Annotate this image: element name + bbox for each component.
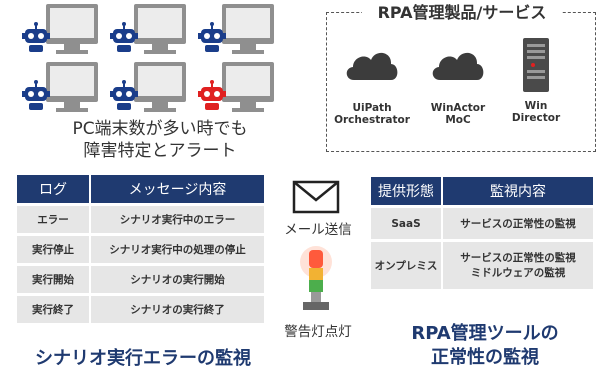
product-label-line: Win xyxy=(524,100,548,112)
table-cell: サービスの正常性の監視 ミドルウェアの監視 xyxy=(443,239,593,289)
table-cell: 実行終了 xyxy=(17,293,91,323)
robot-icon xyxy=(22,22,50,52)
table-cell: 実行開始 xyxy=(17,263,91,293)
service-table: 提供形態 監視内容 SaaS サービスの正常性の監視 オンプレミス サービスの正… xyxy=(371,177,593,289)
robot-icon xyxy=(110,22,138,52)
column-header: ログ xyxy=(17,175,91,203)
table-cell: シナリオの実行開始 xyxy=(91,263,264,293)
robot-error-icon xyxy=(198,80,226,110)
pc-grid xyxy=(20,2,280,122)
left-bottom-title: シナリオ実行エラーの監視 xyxy=(35,348,251,369)
table-row: SaaS サービスの正常性の監視 xyxy=(371,205,593,239)
product-label-line: Orchestrator xyxy=(334,114,410,126)
table-header-row: ログ メッセージ内容 xyxy=(17,175,264,203)
table-row: エラー シナリオ実行中のエラー xyxy=(17,203,264,233)
column-header: メッセージ内容 xyxy=(91,175,264,203)
rpa-products-title: RPA管理製品/サービス xyxy=(362,3,562,23)
pc-terminal xyxy=(20,2,104,58)
table-cell: シナリオ実行中の処理の停止 xyxy=(91,233,264,263)
robot-icon xyxy=(110,80,138,110)
product-label: WinActor MoC xyxy=(418,102,498,126)
product-label-line: WinActor xyxy=(430,102,486,114)
column-header: 監視内容 xyxy=(443,177,593,205)
right-bottom-title-line: 正常性の監視 xyxy=(431,347,539,368)
product-label: UiPath Orchestrator xyxy=(332,102,412,126)
cloud-icon xyxy=(432,52,484,80)
table-cell: サービスの正常性の監視 xyxy=(443,205,593,239)
table-row: 実行停止 シナリオ実行中の処理の停止 xyxy=(17,233,264,263)
product-windirector: Win Director xyxy=(496,36,576,126)
robot-icon xyxy=(22,80,50,110)
server-icon xyxy=(523,38,549,92)
table-row: オンプレミス サービスの正常性の監視 ミドルウェアの監視 xyxy=(371,239,593,289)
warning-lamp-icon xyxy=(300,246,332,310)
warning-lamp-label: 警告灯点灯 xyxy=(284,324,352,340)
pc-terminal xyxy=(108,2,192,58)
pc-terminal-error xyxy=(196,60,280,116)
product-uipath: UiPath Orchestrator xyxy=(332,44,412,134)
pc-caption: PC端末数が多い時でも 障害特定とアラート xyxy=(40,118,280,162)
column-header: 提供形態 xyxy=(371,177,443,205)
product-winactor: WinActor MoC xyxy=(418,44,498,134)
table-cell: オンプレミス xyxy=(371,239,443,289)
table-cell: エラー xyxy=(17,203,91,233)
table-header-row: 提供形態 監視内容 xyxy=(371,177,593,205)
table-row: 実行終了 シナリオの実行終了 xyxy=(17,293,264,323)
pc-caption-line: PC端末数が多い時でも xyxy=(72,119,248,139)
robot-icon xyxy=(198,22,226,52)
product-label-line: MoC xyxy=(445,114,471,126)
table-cell: 実行停止 xyxy=(17,233,91,263)
pc-terminal xyxy=(196,2,280,58)
table-cell: シナリオ実行中のエラー xyxy=(91,203,264,233)
envelope-icon xyxy=(292,180,340,214)
cloud-icon xyxy=(346,52,398,80)
right-bottom-title: RPA管理ツールの 正常性の監視 xyxy=(380,322,590,370)
product-label-line: UiPath xyxy=(352,102,392,114)
table-cell: SaaS xyxy=(371,205,443,239)
pc-caption-line: 障害特定とアラート xyxy=(83,141,237,161)
pc-terminal xyxy=(108,60,192,116)
mail-send-label: メール送信 xyxy=(284,222,352,238)
log-table: ログ メッセージ内容 エラー シナリオ実行中のエラー 実行停止 シナリオ実行中の… xyxy=(17,175,264,323)
pc-terminal xyxy=(20,60,104,116)
table-row: 実行開始 シナリオの実行開始 xyxy=(17,263,264,293)
product-label: Win Director xyxy=(496,100,576,124)
right-bottom-title-line: RPA管理ツールの xyxy=(411,323,559,344)
product-label-line: Director xyxy=(511,112,561,124)
table-cell: シナリオの実行終了 xyxy=(91,293,264,323)
